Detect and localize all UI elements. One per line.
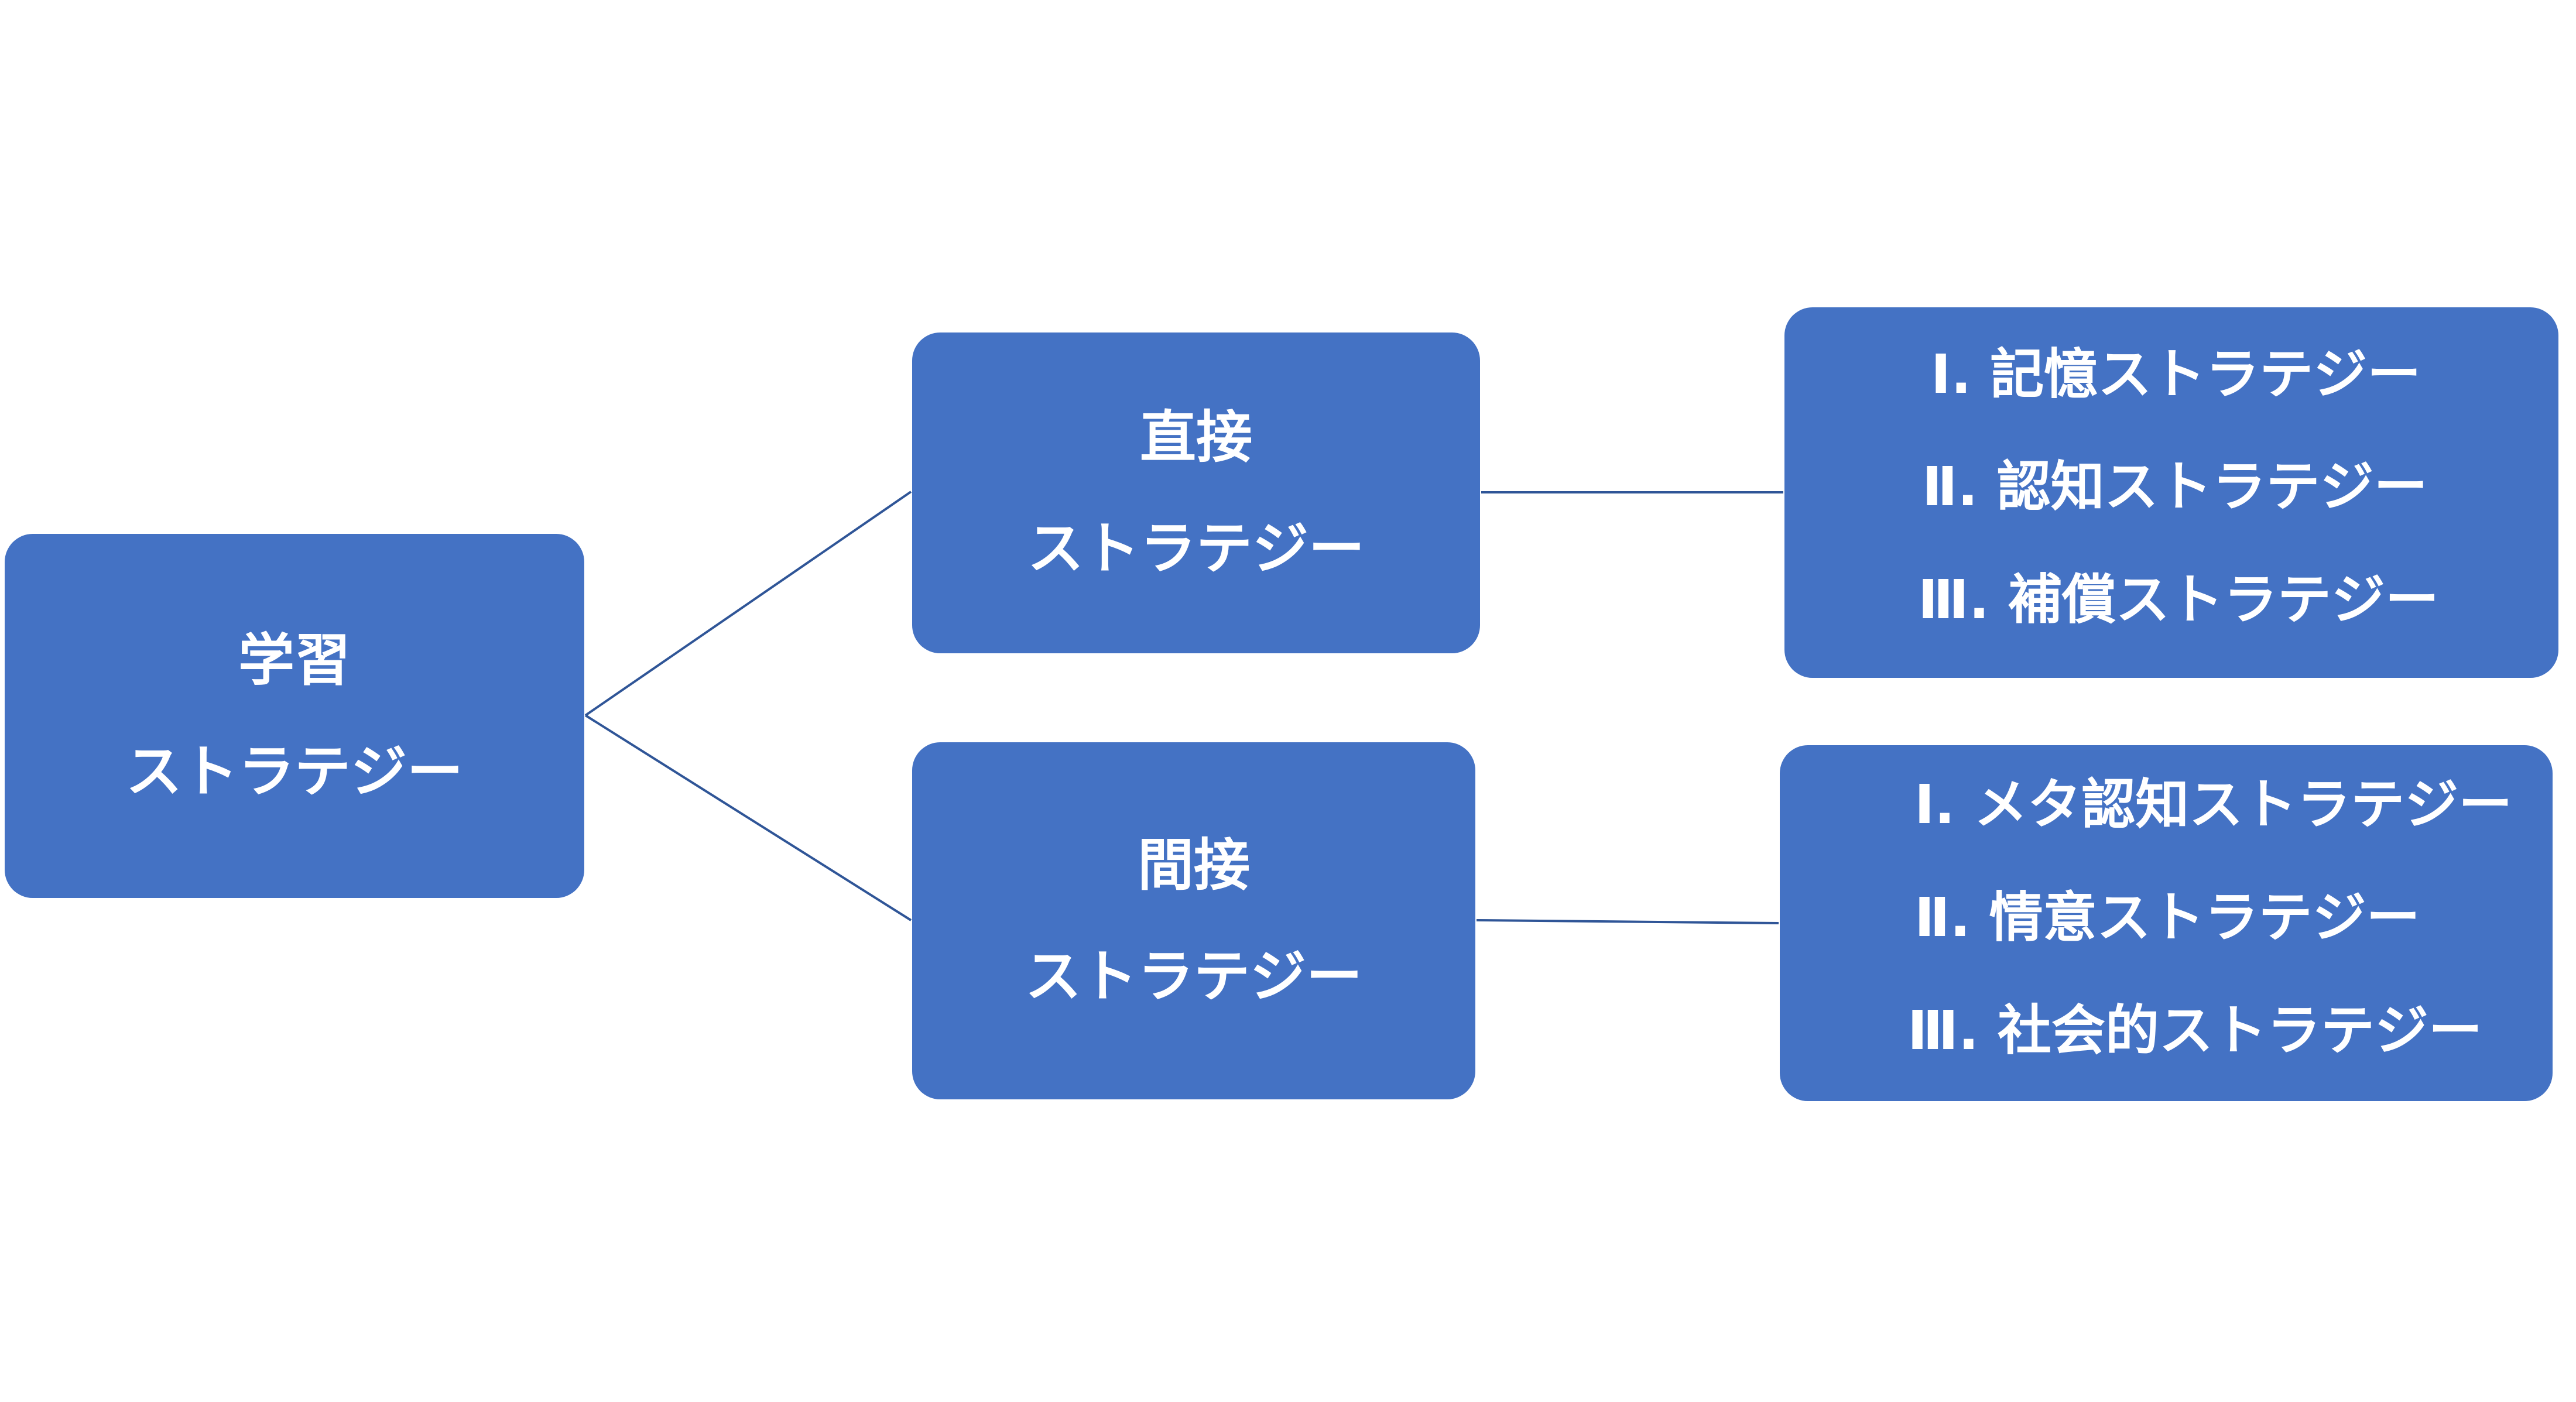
item-label: 認知ストラテジー <box>1996 455 2428 518</box>
item-label: 社会的ストラテジー <box>1997 999 2482 1062</box>
list-item: Ⅱ. 認知ストラテジー <box>1922 455 2428 519</box>
indirect-strategy-list: Ⅰ. メタ認知ストラテジー Ⅱ. 情意ストラテジー Ⅲ. 社会的ストラテジー <box>1780 745 2553 1101</box>
item-number: Ⅲ. <box>1907 999 1979 1062</box>
item-label: 情意ストラテジー <box>1989 886 2420 949</box>
list-item: Ⅰ. メタ認知ストラテジー <box>1914 773 2512 837</box>
item-number: Ⅰ. <box>1931 343 1972 406</box>
list-item: Ⅰ. 記憶ストラテジー <box>1931 342 2421 407</box>
item-label: 記憶ストラテジー <box>1990 343 2421 406</box>
list-item: Ⅲ. 補償ストラテジー <box>1918 568 2439 632</box>
root-title: 学習 <box>238 628 351 693</box>
indirect-subtitle: ストラテジー <box>1025 944 1362 1009</box>
direct-strategy-list: Ⅰ. 記憶ストラテジー Ⅱ. 認知ストラテジー Ⅲ. 補償ストラテジー <box>1784 307 2558 678</box>
list-item: Ⅲ. 社会的ストラテジー <box>1907 999 2482 1063</box>
indirect-title: 間接 <box>1138 832 1250 898</box>
direct-subtitle: ストラテジー <box>1027 516 1365 581</box>
item-number: Ⅱ. <box>1914 886 1971 949</box>
item-number: Ⅱ. <box>1922 455 1978 518</box>
indirect-strategy-node: 間接 ストラテジー <box>912 742 1475 1099</box>
item-number: Ⅲ. <box>1918 568 1989 631</box>
connector-root-indirect <box>584 714 912 921</box>
direct-strategy-node: 直接 ストラテジー <box>912 332 1480 653</box>
learning-strategy-node: 学習 ストラテジー <box>5 534 584 898</box>
connector-indirect-list <box>1476 919 1779 924</box>
root-subtitle: ストラテジー <box>126 739 463 804</box>
list-item: Ⅱ. 情意ストラテジー <box>1914 886 2420 950</box>
item-number: Ⅰ. <box>1914 773 1955 836</box>
direct-title: 直接 <box>1140 405 1252 470</box>
connector-root-direct <box>584 491 912 717</box>
item-label: メタ認知ストラテジー <box>1974 773 2513 836</box>
item-label: 補償ストラテジー <box>2008 568 2439 631</box>
